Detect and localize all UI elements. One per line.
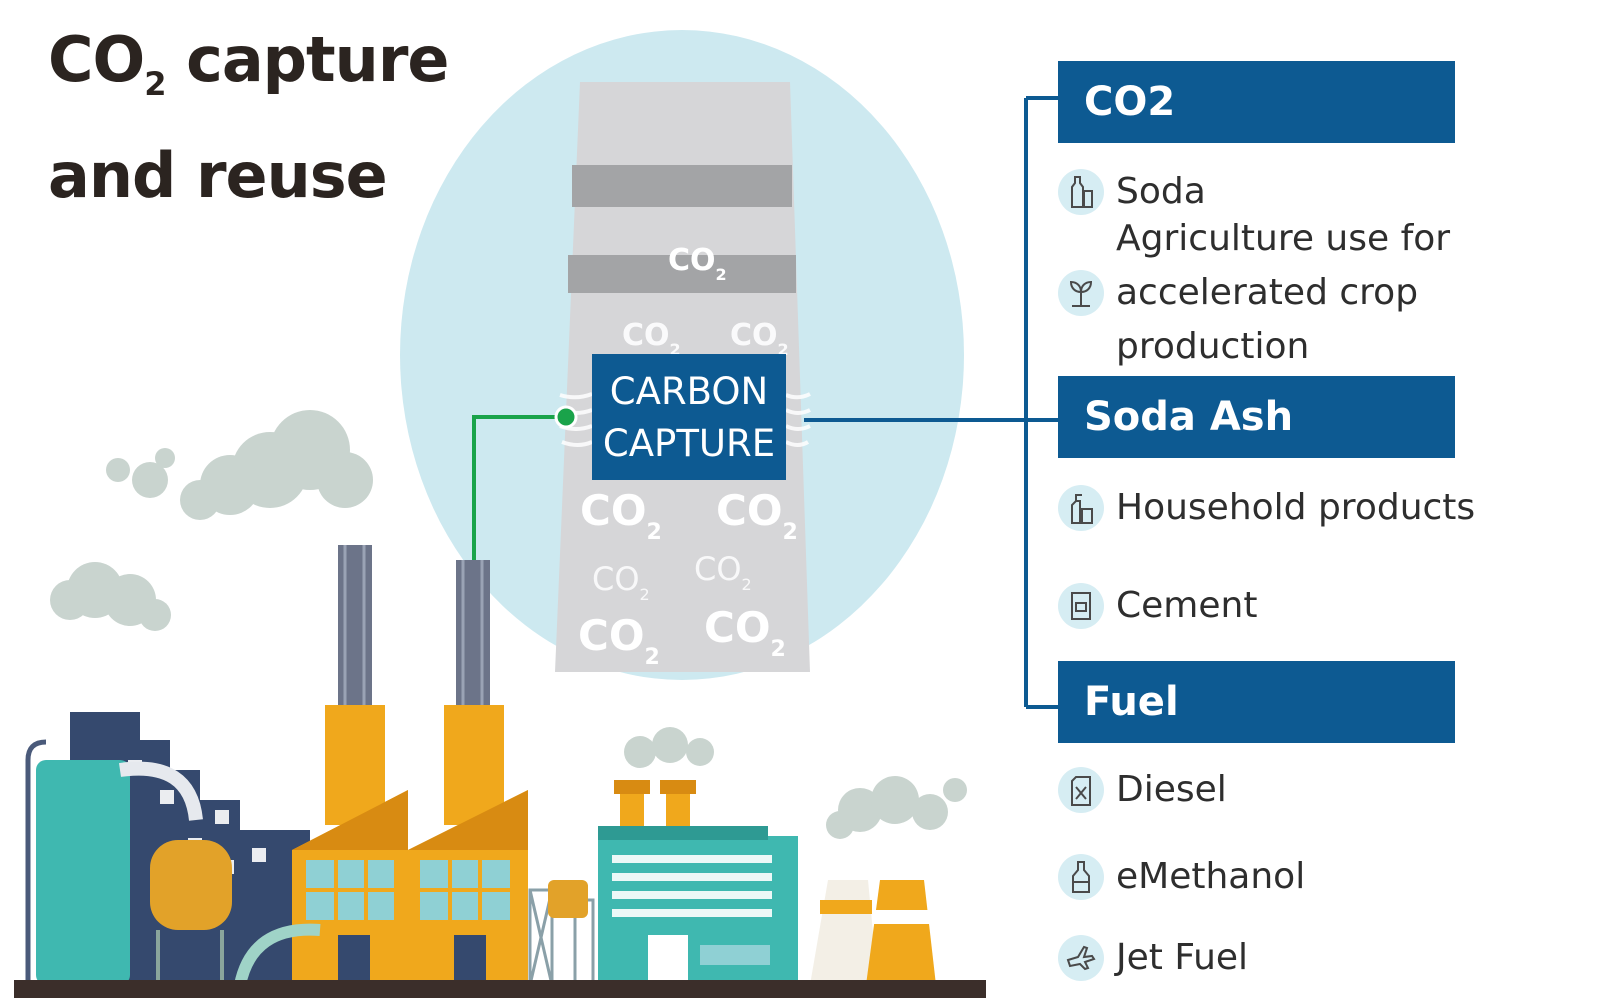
item-soda: Soda xyxy=(1058,160,1206,224)
airplane-icon xyxy=(1058,935,1104,981)
item-label-2: accelerated crop production xyxy=(1116,272,1419,367)
title-line-1: CO2 capture xyxy=(48,23,449,103)
chimney-band-1 xyxy=(572,165,792,207)
factory xyxy=(14,545,986,998)
item-jet-fuel: Jet Fuel xyxy=(1058,926,1248,990)
carbon-capture-line-1: CARBON xyxy=(609,370,769,413)
smoke-clouds xyxy=(50,410,967,839)
page-title: CO2 capture and reuse xyxy=(48,14,449,222)
co2-labels: CO2 CO2 CO2 CO2 CO2 CO2 CO2 CO2 CO2 xyxy=(578,243,798,670)
category-fuel: Fuel xyxy=(1058,661,1455,743)
item-cement: Cement xyxy=(1058,574,1257,638)
item-label: Jet Fuel xyxy=(1116,937,1249,978)
cement-bag-icon xyxy=(1058,583,1104,629)
carbon-capture-label: CARBON CAPTURE xyxy=(592,354,786,480)
item-label: Soda xyxy=(1116,171,1206,212)
item-agriculture: Agriculture use for accelerated crop pro… xyxy=(1058,218,1600,367)
chimney-band-2 xyxy=(568,255,796,293)
bottle-icon xyxy=(1058,169,1104,215)
item-emethanol: eMethanol xyxy=(1058,845,1305,909)
item-label: Agriculture use for xyxy=(1116,218,1451,259)
co2-label: CO2 xyxy=(580,486,662,545)
cleaning-products-icon xyxy=(1058,485,1104,531)
item-label: eMethanol xyxy=(1116,856,1306,897)
co2-label: CO2 xyxy=(592,560,650,604)
co2-label: CO2 xyxy=(730,318,789,359)
blue-connector xyxy=(804,96,1060,709)
item-household-products: Household products xyxy=(1058,476,1475,540)
methanol-bottle-icon xyxy=(1058,854,1104,900)
item-label: Household products xyxy=(1116,487,1476,528)
category-co2-carbonation: CO2 Carbonation xyxy=(1058,61,1455,207)
co2-label: CO2 xyxy=(668,243,727,284)
co2-label: CO2 xyxy=(694,550,752,594)
co2-label: CO2 xyxy=(622,318,681,359)
item-diesel: Diesel xyxy=(1058,758,1227,822)
category-soda-ash: Soda Ash xyxy=(1058,376,1455,458)
co2-label: CO2 xyxy=(578,611,660,670)
co2-label: CO2 xyxy=(716,486,798,545)
ground xyxy=(14,980,986,998)
sprout-icon xyxy=(1058,270,1104,316)
co2-label: CO2 xyxy=(704,603,786,662)
fuel-can-icon xyxy=(1058,767,1104,813)
carbon-capture-line-2: CAPTURE xyxy=(602,422,776,465)
item-label: Diesel xyxy=(1116,769,1227,810)
title-line-2: and reuse xyxy=(48,139,388,212)
item-label: Cement xyxy=(1116,585,1258,626)
